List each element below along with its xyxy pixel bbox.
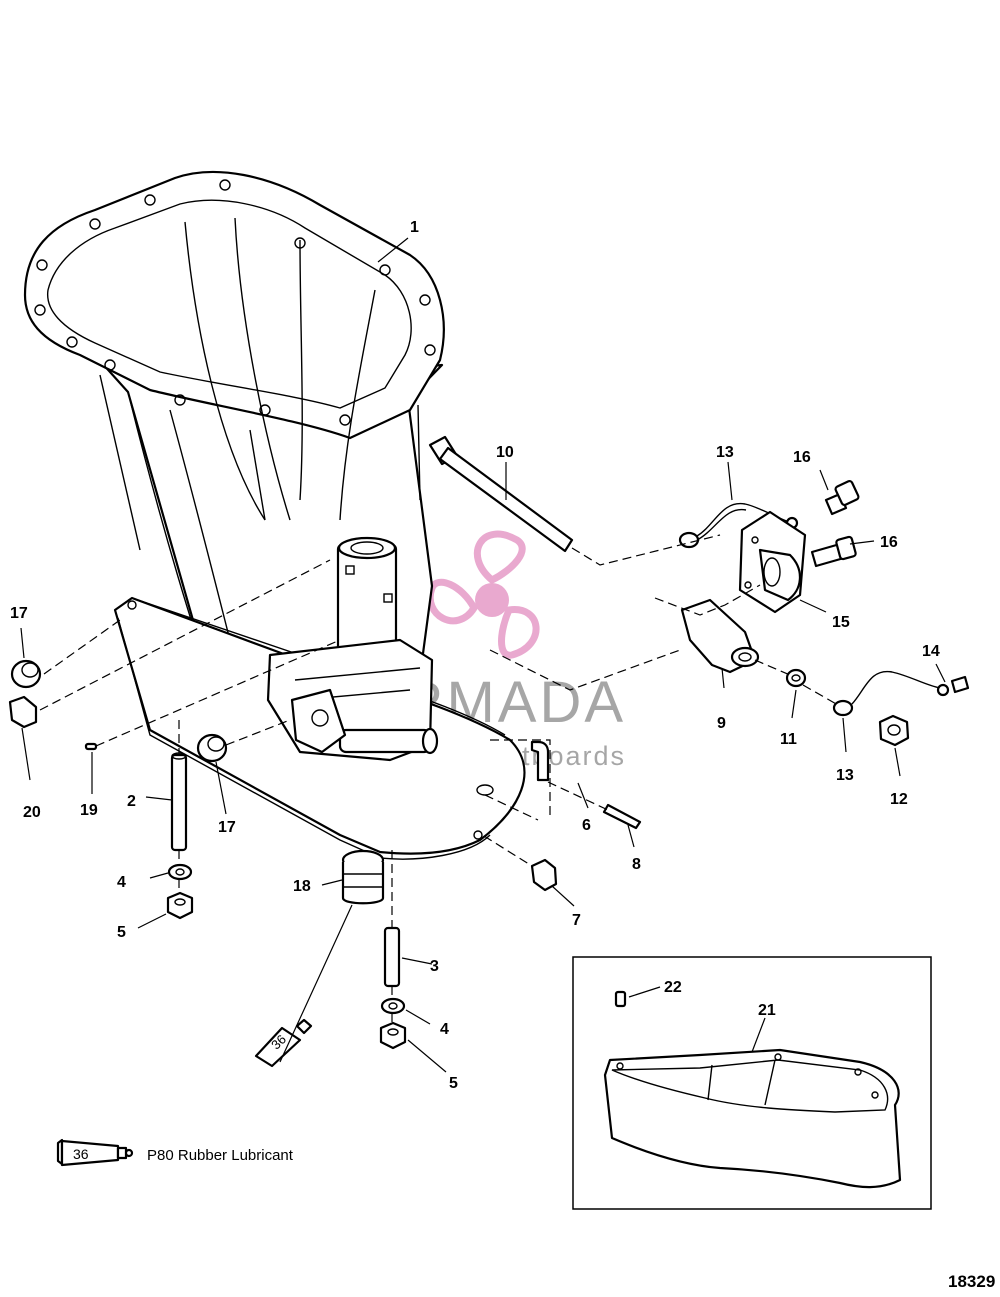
callout-17-upper: 17	[10, 605, 28, 622]
callout-16-lower: 16	[880, 534, 898, 551]
screw-8-part	[602, 803, 642, 830]
inset-panel	[572, 956, 932, 1210]
propeller-logo-icon	[426, 530, 540, 659]
legend-tube-icon: 36	[56, 1138, 134, 1167]
callout-6: 6	[582, 817, 591, 834]
callout-14: 14	[922, 643, 940, 660]
figure-number: 18329	[948, 1272, 995, 1291]
callout-20: 20	[23, 804, 41, 821]
legend-code: 36	[73, 1146, 89, 1162]
callout-11: 11	[780, 731, 797, 748]
lubricant-tube-icon: 36	[254, 1018, 313, 1068]
bushing-sleeve-18-part	[341, 849, 385, 905]
callout-15: 15	[832, 614, 850, 631]
callout-1: 1	[410, 219, 419, 236]
callout-19: 19	[80, 802, 98, 819]
callout-9: 9	[717, 715, 726, 732]
nut-12-part	[878, 714, 910, 747]
callout-3: 3	[430, 958, 439, 975]
stud-2-part	[170, 753, 188, 852]
ground-wire-13-lower-part	[832, 670, 970, 717]
callout-21: 21	[758, 1002, 776, 1019]
bolt-16-lower-part	[810, 535, 857, 568]
callout-16-upper: 16	[793, 449, 811, 466]
bolt-16-upper-part	[824, 480, 860, 516]
trim-mount-15-part	[738, 510, 807, 614]
nut-5-lower-part	[379, 1021, 407, 1050]
washer-4-upper-part	[167, 863, 193, 881]
nut-5-upper-part	[166, 891, 194, 920]
callout-5-upper: 5	[117, 924, 126, 941]
callout-10: 10	[496, 444, 514, 461]
pin-6-part	[530, 740, 550, 782]
stud-3-part	[383, 926, 401, 988]
washer-4-lower-part	[380, 997, 406, 1015]
callout-7: 7	[572, 912, 581, 929]
callout-13-lower: 13	[836, 767, 854, 784]
callout-2: 2	[127, 793, 136, 810]
callout-labels: 1 2 3 4 4 5 5 6 7 8 9 10 11 12 13 13 14 …	[10, 219, 940, 1092]
callout-8: 8	[632, 856, 641, 873]
callout-17-lower: 17	[218, 819, 236, 836]
assembly-lines	[39, 534, 839, 1023]
bearing-housing-part	[266, 536, 439, 762]
fitting-20-part	[8, 695, 38, 729]
callout-22: 22	[664, 979, 682, 996]
washer-11-part	[785, 668, 807, 688]
pin-22-part	[614, 990, 627, 1008]
anode-9-part	[680, 598, 760, 674]
callout-13-upper: 13	[716, 444, 734, 461]
callout-5-lower: 5	[449, 1075, 458, 1092]
spacer-plate-21-part	[603, 1048, 902, 1189]
callout-4-lower: 4	[440, 1021, 449, 1038]
callout-18: 18	[293, 878, 311, 895]
legend-text: P80 Rubber Lubricant	[147, 1147, 294, 1164]
fitting-7-part	[530, 858, 558, 892]
pin-19-part	[84, 742, 98, 751]
leader-lines	[20, 237, 946, 1073]
bushing-17-lower-part	[196, 733, 228, 763]
bushing-17-upper-part	[10, 659, 42, 689]
callout-4-upper: 4	[117, 874, 126, 891]
callout-12: 12	[890, 791, 908, 808]
legend: 36 P80 Rubber Lubricant	[56, 1138, 294, 1167]
